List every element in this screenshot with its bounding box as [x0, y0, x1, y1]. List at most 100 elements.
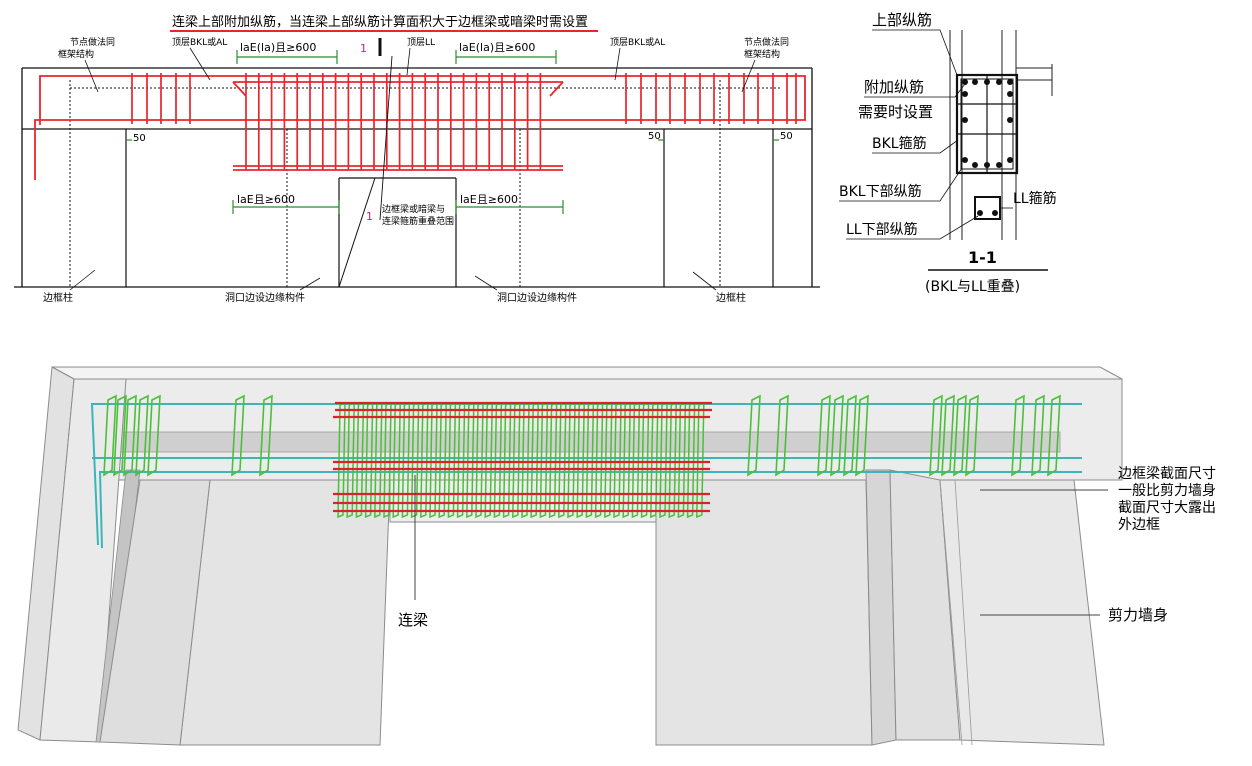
note-line-2: 一般比剪力墙身 [1118, 483, 1216, 499]
section-bar-dot [962, 79, 968, 85]
section-mark-bottom: 1 [366, 210, 373, 223]
section-leader [379, 55, 393, 221]
edge-column-right: 边框柱 [716, 291, 746, 304]
sec-title: 1-1 [968, 248, 997, 267]
section-bar-dot [972, 162, 978, 168]
top-ll: 顶层LL [407, 37, 435, 48]
note-line-1: 边框梁截面尺寸 [1118, 466, 1216, 482]
elevation-drawing: 连梁上部附加纵筋，当连梁上部纵筋计算面积大于边框梁或暗梁时需设置 [14, 14, 820, 304]
edge-column-left: 边框柱 [43, 291, 73, 304]
leader-1 [84, 59, 99, 93]
sec-when-needed: 需要时设置 [858, 103, 933, 121]
sec-leader-1 [872, 29, 958, 76]
section-bar-dot [984, 79, 990, 85]
model-stirrup [843, 394, 857, 477]
right-edge-line-1 [939, 479, 963, 746]
left-wall-body [179, 479, 391, 746]
top-longitudinal-bar [39, 75, 806, 125]
section-bar-dot [996, 79, 1002, 85]
model-stirrup [1011, 394, 1025, 477]
model-stirrup [929, 394, 943, 477]
model-stirrup [103, 394, 117, 477]
model-3d: 边框梁截面尺寸 一般比剪力墙身 截面尺寸大露出 外边框 剪力墙身 连梁 [17, 366, 1216, 746]
sec-ll-stirrup: LL箍筋 [1013, 190, 1057, 207]
dim-50-label-b: 50 [648, 131, 661, 142]
section-bars [962, 79, 1013, 216]
model-stirrup [855, 394, 869, 477]
model-red-bars [333, 401, 712, 513]
section-bar-dot [996, 162, 1002, 168]
leader-8 [474, 275, 498, 291]
section-bar-dot [1007, 79, 1013, 85]
section-bar-dot [962, 91, 968, 97]
node-left-2: 框架结构 [58, 48, 94, 60]
title-note: 连梁上部附加纵筋，当连梁上部纵筋计算面积大于边框梁或暗梁时需设置 [172, 14, 588, 30]
hook-right [549, 81, 564, 97]
sec-ll-bottom: LL下部纵筋 [846, 221, 918, 238]
sec-leader-4 [839, 167, 963, 202]
coupling-beam-label: 连梁 [398, 611, 428, 629]
top-bkl-right: 顶层BKL或AL [610, 36, 665, 48]
section-bar-dot [962, 117, 968, 123]
sec-extra-bars: 附加纵筋 [864, 78, 924, 96]
right-edge-line-2 [954, 479, 973, 746]
leader-5 [406, 47, 411, 76]
note-line-3: 截面尺寸大露出 [1118, 500, 1216, 516]
top-bkl-left: 顶层BKL或AL [172, 36, 227, 48]
section-leaders [839, 29, 1013, 240]
sec-bkl-bottom: BKL下部纵筋 [839, 183, 922, 200]
opening-member-left: 洞口边设边缘构件 [225, 291, 305, 304]
model-stirrup [113, 394, 127, 477]
right-end-face [939, 479, 1105, 746]
model-stirrup [965, 394, 979, 477]
section-bar-dot [984, 162, 990, 168]
leader-4 [741, 59, 756, 93]
section-bar-dot [1007, 91, 1013, 97]
stirrup-group [131, 73, 797, 170]
anchor-top-right: laE(la)且≥600 [459, 41, 535, 54]
model-stirrup [747, 394, 761, 477]
leader-3 [614, 47, 621, 81]
dimensions [126, 50, 779, 214]
model-stirrup [147, 394, 161, 477]
section-diagonal [338, 177, 376, 288]
model-stirrup [1047, 394, 1061, 477]
label-leaders [69, 47, 756, 291]
model-stirrup [259, 394, 273, 477]
note-line-4: 外边框 [1118, 517, 1160, 533]
model-stirrup [1031, 394, 1045, 477]
beam-top-face [51, 366, 1123, 380]
node-left-1: 节点做法同 [70, 36, 115, 48]
anchor-bottom-left: laE且≥600 [237, 193, 295, 206]
rebar-red [34, 75, 806, 180]
anchor-bottom-right: laE且≥600 [460, 193, 518, 206]
sec-leader-5 [846, 215, 979, 240]
model-stirrup [231, 394, 245, 477]
section-view: 上部纵筋 附加纵筋 需要时设置 BKL箍筋 BKL下部纵筋 LL箍筋 LL下部纵… [839, 11, 1057, 295]
model-stirrup [817, 394, 831, 477]
section-bar-dot [1007, 117, 1013, 123]
hook-left [232, 81, 247, 97]
model-stirrup [135, 394, 149, 477]
section-bar-dot [977, 210, 983, 216]
sec-leader-2 [864, 83, 966, 98]
left-wall-side [99, 479, 211, 746]
leader-9 [692, 271, 717, 291]
sec-subtitle: (BKL与LL重叠) [925, 279, 1020, 295]
cyan-bar-bottom [98, 471, 1082, 549]
model-stirrup [830, 394, 844, 477]
right-wall-body [655, 479, 873, 746]
leader-2 [189, 47, 211, 81]
sec-leader-3 [872, 139, 959, 154]
section-bar-dot [962, 157, 968, 163]
leader-6 [69, 269, 96, 291]
wall-body-label: 剪力墙身 [1108, 606, 1168, 624]
model-stirrup [953, 394, 967, 477]
section-bar-dot [992, 210, 998, 216]
sec-bkl-stirrup: BKL箍筋 [872, 135, 927, 152]
section-mark-top: 1 [360, 42, 367, 55]
model-stirrup [941, 394, 955, 477]
section-bar-dot [972, 79, 978, 85]
dim-50-label-a: 50 [133, 133, 146, 144]
